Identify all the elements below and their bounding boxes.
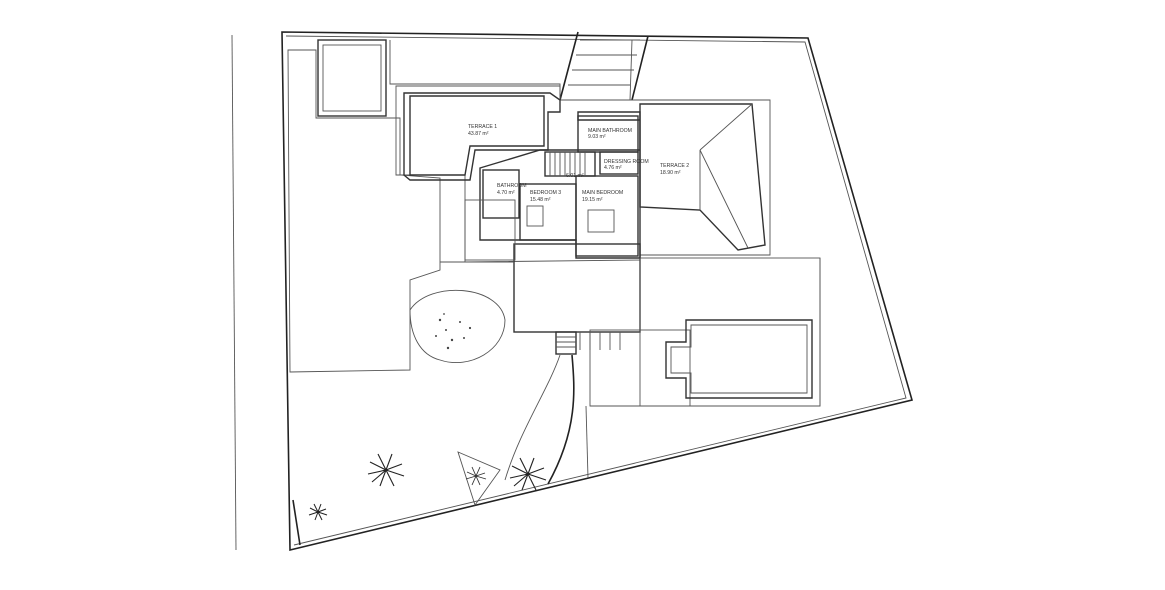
terrace2-name: TERRACE 2 <box>660 163 689 169</box>
entrance-steps <box>555 331 577 355</box>
palm-tree-icon <box>509 457 547 491</box>
plot-outline <box>281 31 913 552</box>
round-planter <box>409 289 506 364</box>
ramp-hatch <box>568 39 640 86</box>
bathroom-area: 4.70 m² <box>497 190 515 196</box>
boundary-divider <box>585 405 589 479</box>
bedroom3-name: BEDROOM 3 <box>530 190 561 196</box>
lower-line <box>292 499 301 546</box>
palm-tree-icon <box>367 453 405 487</box>
bathroom-name: BATHROOM <box>497 183 527 189</box>
ramp-line-1 <box>559 31 579 101</box>
pool <box>665 319 813 399</box>
terrace1-area: 43.87 m² <box>468 131 489 137</box>
main-bathroom-area: 9.03 m² <box>588 134 606 140</box>
entrance-step-lines <box>556 332 621 350</box>
terrace1-roof <box>409 95 545 176</box>
dressing-room-area <box>599 151 639 175</box>
terrace2-hip <box>699 103 753 249</box>
plot-inner-outline <box>285 35 907 546</box>
bedroom3-area: 15.48 m² <box>530 197 551 203</box>
stair-steps <box>549 152 586 176</box>
pool-inner <box>670 324 808 394</box>
dressing-room-name: DRESSING ROOM <box>604 159 649 165</box>
gravel-garden <box>287 49 441 373</box>
hall-area: 6.01 m² <box>566 173 584 179</box>
palm-tree-icon <box>308 503 328 521</box>
storage-box <box>317 39 387 117</box>
garden-path <box>504 354 561 481</box>
main-bathroom-name: MAIN BATHROOM <box>588 128 632 134</box>
terrace2-roof <box>639 103 766 251</box>
bed-3 <box>526 205 544 227</box>
storage-box-inner <box>322 44 382 112</box>
main-bathroom-room <box>577 115 639 153</box>
terrace2-area: 18.90 m² <box>660 170 681 176</box>
left-tiled-terrace <box>464 199 516 261</box>
driveway-curve <box>547 354 575 485</box>
main-bedroom-area: 19.15 m² <box>582 197 603 203</box>
palm-tree-icon <box>465 466 487 486</box>
main-bedroom-room <box>575 175 639 257</box>
main-tiled-terrace <box>513 243 641 333</box>
main-bedroom-name: MAIN BEDROOM <box>582 190 623 196</box>
terrace-edge <box>440 258 821 407</box>
terrace1-name: TERRACE 1 <box>468 124 497 130</box>
bed-main <box>587 209 615 233</box>
left-boundary-line <box>231 34 237 551</box>
bathroom-room <box>482 169 520 219</box>
dressing-room-area-label: 4.76 m² <box>604 165 622 171</box>
side-tiled-terrace <box>639 257 821 407</box>
ramp-line-2 <box>631 35 649 101</box>
shrub-icon <box>435 313 472 350</box>
